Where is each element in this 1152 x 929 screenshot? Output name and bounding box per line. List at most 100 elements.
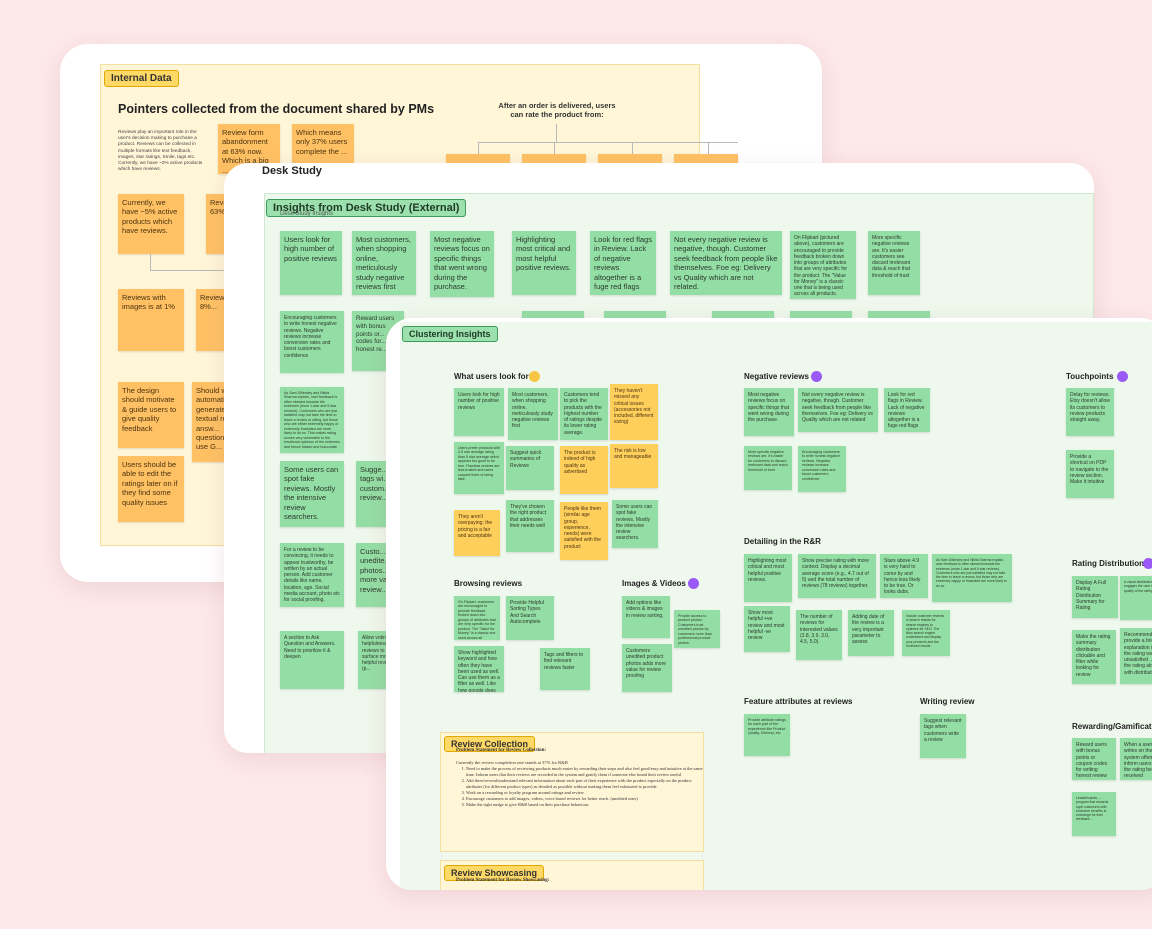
insight-sticky[interactable]: As Sam Dillersley and Nikita Sharma expl… xyxy=(280,387,344,453)
review-showcasing-title: Problem Statement for Review Showcasing: xyxy=(456,878,550,883)
review-collection-intro: Currently the review completion rate sta… xyxy=(456,760,568,765)
insight-sticky[interactable]: For a review to be convincing, it needs … xyxy=(280,543,344,607)
flow-connector xyxy=(708,142,709,156)
detailing-sticky[interactable]: Include customer reviews in search resul… xyxy=(902,610,950,656)
what-sticky[interactable]: They've chosen the right product that ad… xyxy=(506,500,554,552)
flow-connector xyxy=(478,142,738,143)
rating-sticky[interactable]: Display A Full Rating Distribution Summa… xyxy=(1072,576,1118,618)
detailing-sticky[interactable]: Stars above 4.9 is very hard to come by … xyxy=(880,554,928,598)
collection-item: Add three/several/understand relevant in… xyxy=(466,778,704,790)
images-sticky[interactable]: Customers unedited product photos adds m… xyxy=(622,644,672,692)
insight-sticky[interactable] xyxy=(868,311,930,321)
insight-sticky[interactable]: Most negative reviews focus on specific … xyxy=(430,231,494,297)
review-showcasing-tag[interactable]: Review Showcasing xyxy=(444,865,545,881)
reward-sticky[interactable]: Reward users with bonus points or coupon… xyxy=(1072,738,1116,780)
insight-sticky[interactable]: A section to Ask Question and Answers. N… xyxy=(280,631,344,689)
detailing-sticky[interactable]: Show most helpful +ve review and most he… xyxy=(744,606,790,652)
browsing-reviews-heading: Browsing reviews xyxy=(454,579,523,588)
touchpoints-sticky[interactable]: Delay for reviews. Etsy doesn't allow it… xyxy=(1066,388,1114,436)
what-sticky[interactable]: They haven't missed any critical issues … xyxy=(610,384,658,440)
desk-study-tag[interactable]: Insights from Desk Study (External) xyxy=(266,199,467,217)
browsing-sticky[interactable]: Tags and filters to find relevant review… xyxy=(540,648,590,690)
images-sticky[interactable]: Provide access to product photos. Custom… xyxy=(674,610,720,648)
internal-data-tag[interactable]: Internal Data xyxy=(104,70,179,87)
browsing-sticky[interactable]: Show highlighted keyword and how often t… xyxy=(454,646,504,692)
negative-sticky[interactable]: Look for red flags in Review. Lack of ne… xyxy=(884,388,930,432)
review-collection-tag[interactable]: Review Collection xyxy=(444,736,536,752)
cluster-purple-dot xyxy=(811,371,822,382)
negative-sticky[interactable]: Encouraging customers to write honest ne… xyxy=(798,446,846,492)
what-sticky[interactable]: They aren't overpaying; the pricing is a… xyxy=(454,510,500,556)
negative-sticky[interactable]: Not every negative review is negative, t… xyxy=(798,388,878,432)
rating-distribution-heading: Rating Distribution xyxy=(1072,559,1144,568)
browsing-sticky[interactable]: On Flipkart, customers are encouraged to… xyxy=(454,596,500,640)
what-sticky[interactable]: The product is indeed of high quality as… xyxy=(560,446,608,494)
writing-review-heading: Writing review xyxy=(920,697,975,706)
cluster-purple-dot xyxy=(1117,371,1128,382)
what-sticky[interactable]: Customers tend to pick the products with… xyxy=(560,388,608,440)
detailing-sticky[interactable]: Highlighting most critical and most help… xyxy=(744,554,792,602)
sticky-images-rate[interactable]: Reviews with images is at 1% xyxy=(118,289,184,351)
insight-sticky[interactable]: Not every negative review is negative, t… xyxy=(670,231,782,295)
detailing-sticky[interactable]: Adding date of the review is a very impo… xyxy=(848,610,894,656)
writing-sticky[interactable]: Suggest relevant tags when customers wri… xyxy=(920,714,966,758)
cluster-purple-dot xyxy=(1143,558,1152,569)
clustering-insights-frame[interactable]: Clustering Insights What users look for … xyxy=(386,318,1152,890)
rating-sticky[interactable]: Recommend to provide a brief explanation… xyxy=(1120,628,1152,684)
sticky-active-products[interactable]: Currently, we have ~5% active products w… xyxy=(118,194,184,254)
browsing-sticky[interactable]: Provide Helpful Sorting Types And Search… xyxy=(506,596,554,640)
cluster-yellow-dot xyxy=(529,371,540,382)
insight-sticky[interactable]: Users look for high number of positive r… xyxy=(280,231,342,295)
insight-sticky[interactable]: More specific negative reviews are. It's… xyxy=(868,231,920,295)
what-sticky[interactable]: Most customers, when shopping online, me… xyxy=(508,388,558,440)
negative-sticky[interactable]: More specific negative reviews are, it's… xyxy=(744,446,792,490)
sticky-design-motivate[interactable]: The design should motivate & guide users… xyxy=(118,382,184,448)
detailing-sticky[interactable]: The number of reviews for interested val… xyxy=(796,610,842,660)
what-sticky[interactable]: Suggest quick summaries of Reviews xyxy=(506,446,554,490)
images-sticky[interactable]: Add options like videos & images in revi… xyxy=(622,596,670,638)
insight-sticky[interactable]: Some users can spot fake reviews. Mostly… xyxy=(280,461,344,527)
feature-sticky[interactable]: Provide attribute ratings for each part … xyxy=(744,714,790,756)
insight-sticky[interactable] xyxy=(790,311,852,321)
insight-sticky[interactable]: Highlighting most critical and most help… xyxy=(512,231,576,295)
flow-connector xyxy=(632,142,633,156)
collection-item: Work on a rewarding or loyalty program a… xyxy=(466,790,704,796)
reward-sticky[interactable]: When a user writes on the system offerin… xyxy=(1120,738,1152,780)
review-collection-list: Need to make the process of reviewing pr… xyxy=(456,766,704,808)
touchpoints-heading: Touchpoints xyxy=(1066,372,1114,381)
what-sticky[interactable]: Some users can spot fake reviews. Mostly… xyxy=(612,500,658,548)
flow-option-sticky[interactable] xyxy=(522,154,586,164)
insight-sticky[interactable] xyxy=(712,311,774,321)
flow-connector xyxy=(150,270,260,271)
what-sticky[interactable]: Users look for high number of positive r… xyxy=(454,388,504,436)
rating-sticky[interactable]: A visual distribution engages the user &… xyxy=(1120,576,1152,620)
flow-option-sticky[interactable] xyxy=(446,154,510,164)
detailing-sticky[interactable]: As Sam Dillersley and Nikita Sharma expl… xyxy=(932,554,1012,602)
reward-sticky[interactable]: Leaderboards, ... program that rewards l… xyxy=(1072,792,1116,836)
flow-connector xyxy=(554,142,555,156)
collection-item: Make the right nudge to give R&R based o… xyxy=(466,802,704,808)
flow-option-sticky[interactable] xyxy=(598,154,662,164)
desk-study-subtitle: Desk Study Insights xyxy=(280,211,334,217)
what-sticky[interactable]: Users prefer products with 4.5 star aver… xyxy=(454,442,504,494)
flow-connector xyxy=(478,142,479,156)
insight-sticky[interactable] xyxy=(522,311,584,321)
insight-sticky[interactable]: Most customers, when shopping online, me… xyxy=(352,231,416,295)
what-sticky[interactable]: People like them (similar age group, exp… xyxy=(560,502,608,560)
insight-sticky[interactable]: On Flipkart (pictured above), customers … xyxy=(790,231,856,299)
flow-option-sticky[interactable] xyxy=(674,154,738,164)
what-sticky[interactable]: The risk is low and manageable xyxy=(610,444,658,488)
insight-sticky[interactable]: Look for red flags in Review. Lack of ne… xyxy=(590,231,656,295)
insight-sticky[interactable] xyxy=(604,311,666,321)
insight-sticky[interactable]: Encouraging customers to write honest ne… xyxy=(280,311,344,373)
sticky-edit-ratings[interactable]: Users should be able to edit the ratings… xyxy=(118,456,184,522)
images-videos-heading: Images & Videos xyxy=(622,579,686,588)
clustering-tag[interactable]: Clustering Insights xyxy=(402,326,498,342)
rating-sticky[interactable]: Make the rating summary distribution cli… xyxy=(1072,630,1116,684)
flow-connector xyxy=(556,124,557,142)
negative-sticky[interactable]: Most negative reviews focus on specific … xyxy=(744,388,794,436)
detailing-sticky[interactable]: Show precise rating with more context. D… xyxy=(798,554,876,598)
touchpoints-sticky[interactable]: Provide a shortcut on PDP to navigate to… xyxy=(1066,450,1114,498)
collection-item: Need to make the process of reviewing pr… xyxy=(466,766,704,778)
detailing-heading: Detailing in the R&R xyxy=(744,537,821,546)
